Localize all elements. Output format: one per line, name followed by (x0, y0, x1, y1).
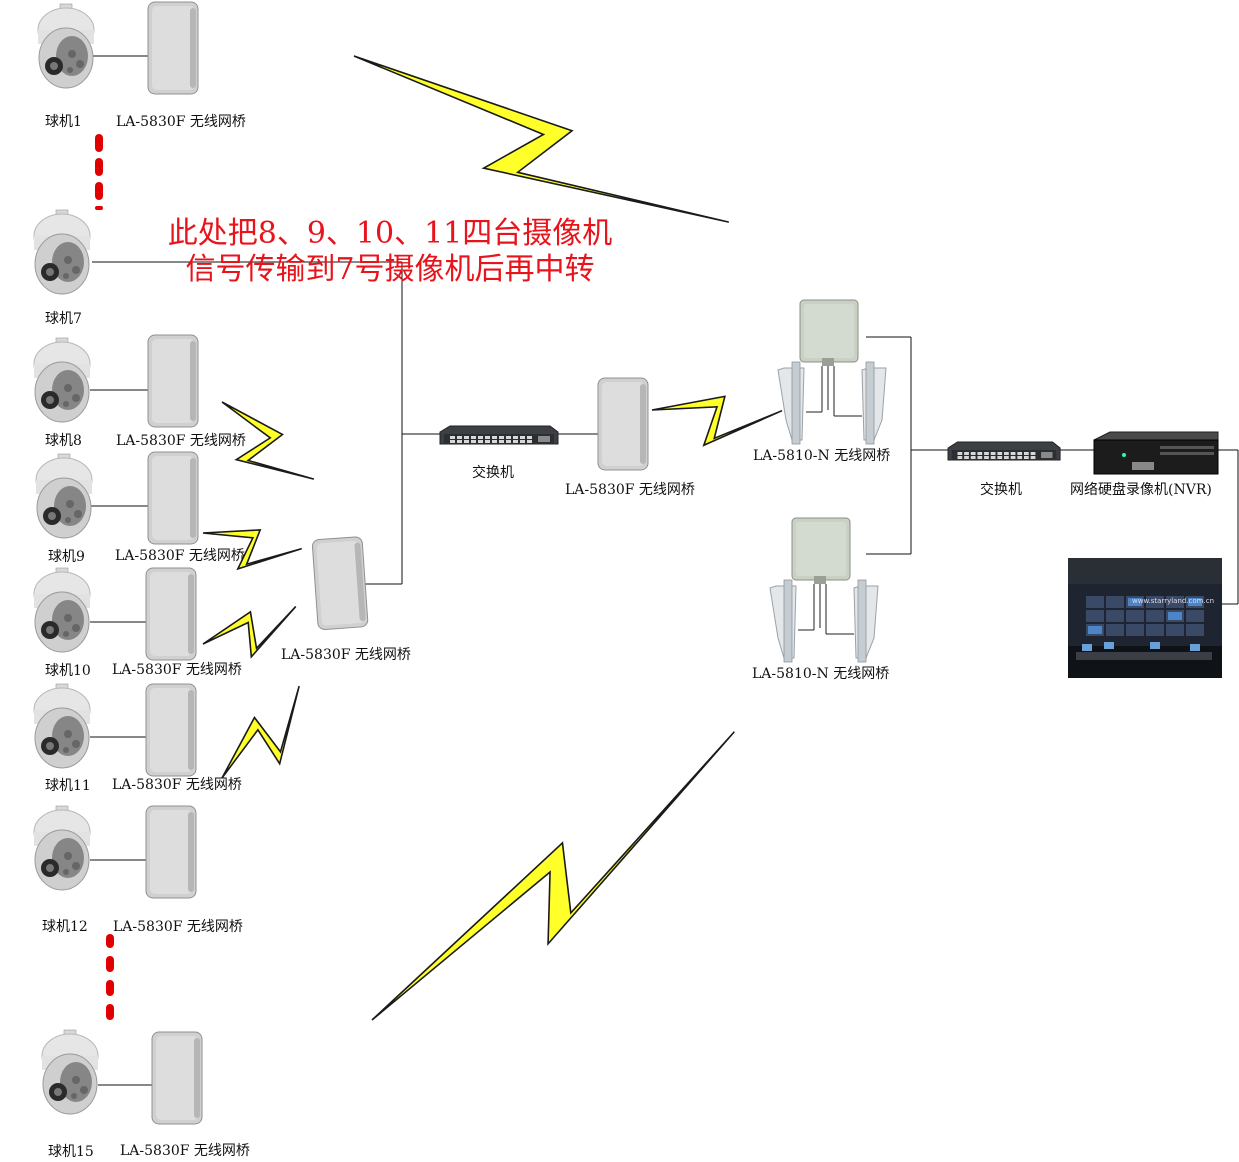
camera-label-1: 球机1 (45, 114, 82, 130)
camera-label-9: 球机9 (48, 549, 85, 565)
camera-8 (33, 337, 91, 423)
nvr-label: 网络硬盘录像机(NVR) (1070, 482, 1212, 498)
nvr-device (1093, 431, 1219, 475)
camera-10 (33, 567, 91, 653)
monitor-wall-photo: www.starryland.com.cn (1068, 558, 1222, 678)
camera-label-11: 球机11 (45, 778, 91, 794)
bridge-label-11: LA-5830F 无线网桥 (112, 777, 242, 793)
bridge-label-8: LA-5830F 无线网桥 (116, 433, 246, 449)
bridge-label-9: LA-5830F 无线网桥 (115, 548, 245, 564)
annotation-line-2: 信号传输到7号摄像机后再中转 (185, 252, 595, 287)
bridge-cam8 (147, 334, 199, 428)
camera-label-7: 球机7 (45, 311, 82, 327)
link-cam12-to-base (358, 715, 767, 1060)
link-mid-to-base (651, 395, 783, 447)
camera-label-12: 球机12 (42, 919, 88, 935)
relay-bridge-label: LA-5830F 无线网桥 (281, 647, 411, 663)
mid-bridge-label: LA-5830F 无线网桥 (565, 482, 695, 498)
bridge-cam12 (145, 805, 197, 899)
base-station-bottom (769, 517, 879, 663)
camera-12 (33, 805, 91, 891)
continuation-dots-top (95, 134, 103, 210)
camera-1 (37, 3, 95, 89)
bridge-cam1 (147, 1, 199, 95)
bridge-label-10: LA-5830F 无线网桥 (112, 662, 242, 678)
camera-label-8: 球机8 (45, 433, 82, 449)
switch-left (439, 425, 559, 445)
continuation-dots-bottom (106, 934, 114, 1020)
bridge-label-12: LA-5830F 无线网桥 (113, 919, 243, 935)
switch-left-label: 交换机 (472, 465, 514, 481)
bridge-cam10 (145, 567, 197, 661)
monitor-caption: www.starryland.com.cn (1132, 597, 1214, 605)
bridge-label-1: LA-5830F 无线网桥 (116, 114, 246, 130)
camera-11 (33, 683, 91, 769)
annotation-line-1: 此处把8、9、10、11四台摄像机 (167, 216, 613, 251)
switch-right-label: 交换机 (980, 482, 1022, 498)
base-station-top (777, 299, 887, 445)
camera-label-10: 球机10 (45, 663, 91, 679)
bridge-cam9 (147, 451, 199, 545)
bridge-cam15 (151, 1031, 203, 1125)
base-bottom-label: LA-5810-N 无线网桥 (752, 666, 890, 682)
bridge-cam11 (145, 683, 197, 777)
camera-15 (41, 1029, 99, 1115)
base-top-label: LA-5810-N 无线网桥 (753, 448, 891, 464)
bridge-label-15: LA-5830F 无线网桥 (120, 1143, 250, 1159)
switch-right (947, 441, 1061, 461)
camera-label-15: 球机15 (48, 1144, 94, 1160)
wiring (90, 55, 1239, 1086)
bridge-relay (311, 536, 369, 631)
camera-9 (35, 453, 93, 539)
bridge-mid (597, 377, 649, 471)
wireless-links (197, 36, 783, 1060)
